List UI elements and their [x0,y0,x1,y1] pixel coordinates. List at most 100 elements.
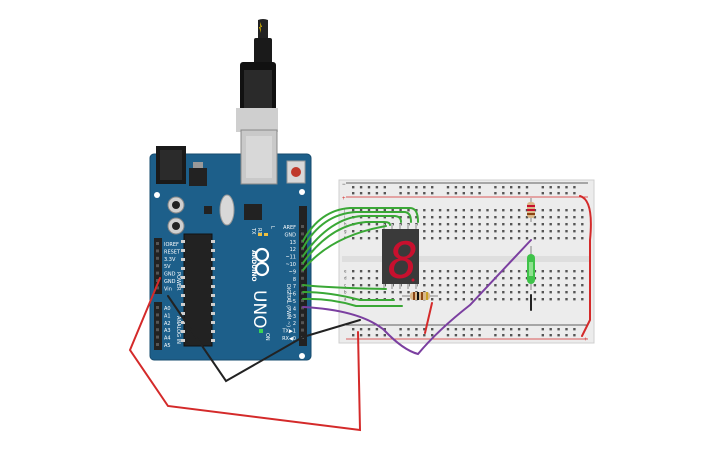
breadboard-hole[interactable] [399,328,402,331]
breadboard-hole[interactable] [573,277,576,280]
analog-header[interactable] [154,302,162,350]
breadboard-hole[interactable] [431,237,434,240]
breadboard-hole[interactable] [454,216,458,219]
breadboard-hole[interactable] [541,270,544,273]
wire-green[interactable] [302,207,419,242]
breadboard-hole[interactable] [423,223,426,226]
breadboard-hole[interactable] [502,334,505,337]
header-pin[interactable] [156,264,159,268]
breadboard-hole[interactable] [391,209,394,212]
breadboard-hole[interactable] [517,209,521,212]
breadboard-hole[interactable] [502,230,505,233]
breadboard-hole[interactable] [573,216,576,219]
breadboard-hole[interactable] [359,216,363,219]
breadboard-hole[interactable] [478,298,481,301]
breadboard-hole[interactable] [478,284,481,287]
breadboard-hole[interactable] [486,270,489,273]
breadboard-hole[interactable] [517,192,521,195]
breadboard-hole[interactable] [415,186,418,189]
breadboard-hole[interactable] [383,209,386,212]
breadboard-hole[interactable] [431,328,434,331]
breadboard-hole[interactable] [557,223,560,226]
breadboard-hole[interactable] [454,291,458,294]
breadboard-hole[interactable] [494,334,497,337]
header-pin[interactable] [301,232,304,236]
breadboard-hole[interactable] [431,230,434,233]
wire-black-rail[interactable] [302,319,361,338]
breadboard-hole[interactable] [494,328,497,331]
breadboard-hole[interactable] [517,334,521,337]
breadboard-hole[interactable] [367,291,371,294]
breadboard-hole[interactable] [446,192,450,195]
breadboard-hole[interactable] [478,270,481,273]
breadboard-hole[interactable] [478,186,481,189]
breadboard-hole[interactable] [581,209,584,212]
breadboard-hole[interactable] [399,298,402,301]
breadboard-hole[interactable] [565,230,568,233]
header-pin[interactable] [156,335,159,339]
breadboard-hole[interactable] [494,298,497,301]
breadboard-hole[interactable] [375,186,379,189]
breadboard-hole[interactable] [367,328,371,331]
breadboard-hole[interactable] [375,192,379,195]
breadboard-hole[interactable] [541,209,544,212]
breadboard-hole[interactable] [510,223,513,226]
breadboard-hole[interactable] [541,298,544,301]
breadboard-hole[interactable] [549,298,552,301]
wire-green[interactable] [302,284,387,290]
breadboard-hole[interactable] [352,334,355,337]
breadboard-hole[interactable] [573,328,576,331]
breadboard-hole[interactable] [375,237,379,240]
breadboard-hole[interactable] [454,284,458,287]
breadboard-hole[interactable] [510,284,513,287]
breadboard-hole[interactable] [431,334,434,337]
breadboard-hole[interactable] [359,270,363,273]
breadboard-hole[interactable] [367,270,371,273]
breadboard-hole[interactable] [565,237,568,240]
breadboard-hole[interactable] [383,186,386,189]
breadboard-hole[interactable] [533,230,537,233]
breadboard-hole[interactable] [407,291,410,294]
header-pin[interactable] [301,321,304,325]
breadboard-hole[interactable] [423,277,426,280]
breadboard-hole[interactable] [525,230,529,233]
breadboard-hole[interactable] [510,209,513,212]
breadboard-hole[interactable] [423,328,426,331]
breadboard-hole[interactable] [462,291,465,294]
breadboard-hole[interactable] [438,209,442,212]
breadboard-hole[interactable] [517,298,521,301]
breadboard-hole[interactable] [494,223,497,226]
breadboard-hole[interactable] [573,223,576,226]
wire-red[interactable] [128,277,362,432]
breadboard-hole[interactable] [423,186,426,189]
breadboard-hole[interactable] [438,223,442,226]
breadboard-hole[interactable] [549,334,552,337]
digital-header[interactable] [299,206,307,346]
breadboard-hole[interactable] [549,237,552,240]
breadboard-hole[interactable] [557,284,560,287]
breadboard-hole[interactable] [367,223,371,226]
breadboard-hole[interactable] [541,216,544,219]
header-pin[interactable] [156,320,159,324]
breadboard-hole[interactable] [352,192,355,195]
breadboard-hole[interactable] [367,192,371,195]
breadboard-hole[interactable] [415,216,418,219]
breadboard-hole[interactable] [423,230,426,233]
breadboard-hole[interactable] [359,237,363,240]
breadboard-hole[interactable] [438,237,442,240]
breadboard-hole[interactable] [470,192,473,195]
breadboard-hole[interactable] [454,209,458,212]
breadboard-hole[interactable] [517,277,521,280]
breadboard-hole[interactable] [470,284,473,287]
breadboard-hole[interactable] [407,186,410,189]
breadboard-hole[interactable] [446,284,450,287]
breadboard-hole[interactable] [359,291,363,294]
breadboard-hole[interactable] [502,270,505,273]
tilt-sensor[interactable] [527,246,535,290]
breadboard-hole[interactable] [533,291,537,294]
breadboard-hole[interactable] [525,186,529,189]
wire-green[interactable] [302,221,391,264]
breadboard-hole[interactable] [541,334,544,337]
breadboard-hole[interactable] [446,291,450,294]
breadboard-hole[interactable] [352,270,355,273]
